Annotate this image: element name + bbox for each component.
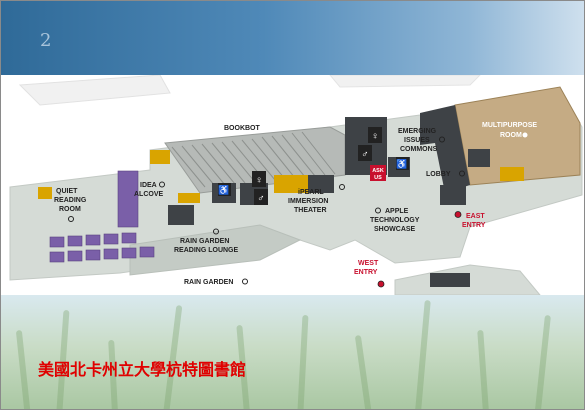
- label-west-entry: ENTRY: [354, 269, 378, 276]
- restroom-icon: ♂: [358, 145, 372, 161]
- entry-marker: [377, 280, 385, 288]
- label-apple: APPLE: [385, 208, 409, 215]
- label-theater: THEATER: [294, 207, 327, 214]
- label-reading-lounge: READING LOUNGE: [174, 247, 239, 254]
- location-marker: [242, 278, 248, 285]
- svg-text:♀: ♀: [371, 131, 379, 142]
- slide-caption: 美國北卡州立大學杭特圖書館: [38, 360, 247, 379]
- svg-text:♿: ♿: [396, 158, 407, 169]
- dark-wall: [420, 105, 470, 193]
- accessible-icon: ♿: [396, 157, 409, 170]
- label-quiet-room: ROOM: [59, 206, 81, 213]
- label-showcase: SHOWCASE: [374, 226, 416, 233]
- label-alcove: ALCOVE: [134, 191, 164, 198]
- label-room: ROOM: [500, 132, 522, 139]
- restroom-icon: ♂: [254, 189, 268, 205]
- yellow-furniture: [178, 193, 200, 203]
- yellow-furniture: [150, 150, 170, 164]
- label-bookbot: BOOKBOT: [224, 125, 261, 132]
- svg-text:♀: ♀: [255, 175, 263, 186]
- location-marker: [375, 207, 381, 214]
- yellow-furniture: [274, 175, 308, 193]
- svg-text:♂: ♂: [361, 149, 369, 160]
- rain-garden-area: [129, 224, 302, 276]
- core-block: [168, 205, 194, 225]
- reading-furniture: [49, 170, 155, 263]
- core-block: [430, 273, 470, 287]
- location-marker: [68, 216, 74, 222]
- yellow-furniture: [38, 187, 52, 199]
- label-idea: IDEA: [140, 182, 157, 189]
- label-rain-garden-reading: RAIN GARDEN: [180, 238, 229, 245]
- location-marker: [439, 136, 445, 143]
- entry-marker: [454, 211, 462, 218]
- label-east-entry: ENTRY: [462, 222, 486, 229]
- svg-text:♿: ♿: [218, 184, 229, 195]
- svg-text:ASK: ASK: [372, 168, 384, 174]
- label-quiet: QUIET: [56, 188, 78, 195]
- label-east: EAST: [466, 213, 485, 220]
- slide-number: 2: [40, 30, 52, 51]
- core-block: [302, 175, 334, 193]
- restroom-icon: ♀: [368, 127, 382, 143]
- label-multipurpose: MULTIPURPOSE: [482, 122, 537, 129]
- label-quiet-reading: READING: [54, 197, 87, 204]
- core-block: [440, 185, 466, 205]
- label-rain-garden: RAIN GARDEN: [184, 279, 233, 286]
- svg-text:♂: ♂: [257, 193, 265, 204]
- svg-text:US: US: [374, 175, 382, 181]
- location-marker: [339, 184, 345, 190]
- ask-us-icon: ASK US: [370, 165, 386, 181]
- label-ipearl: iPEARL: [298, 189, 324, 196]
- yellow-furniture: [500, 167, 524, 181]
- core-block: [468, 149, 490, 167]
- location-marker: [213, 228, 219, 235]
- location-marker: [459, 170, 465, 177]
- label-emerging: EMERGING: [398, 128, 437, 135]
- accessible-icon: ♿: [218, 183, 231, 196]
- location-marker: [522, 132, 528, 138]
- footer-grass-background: [0, 295, 585, 410]
- header-band: [0, 0, 585, 75]
- label-west: WEST: [358, 260, 379, 267]
- restroom-icon: ♀: [252, 171, 266, 187]
- label-technology: TECHNOLOGY: [370, 217, 420, 224]
- label-issues: ISSUES: [404, 137, 430, 144]
- library-floor-map: ♀ ♂ ♀ ♂ ♿ ♿ ASK US BO: [0, 74, 585, 296]
- label-lobby: LOBBY: [426, 171, 451, 178]
- label-immersion: IMMERSION: [288, 198, 328, 205]
- label-commons: COMMONS: [400, 146, 438, 153]
- location-marker: [159, 181, 165, 188]
